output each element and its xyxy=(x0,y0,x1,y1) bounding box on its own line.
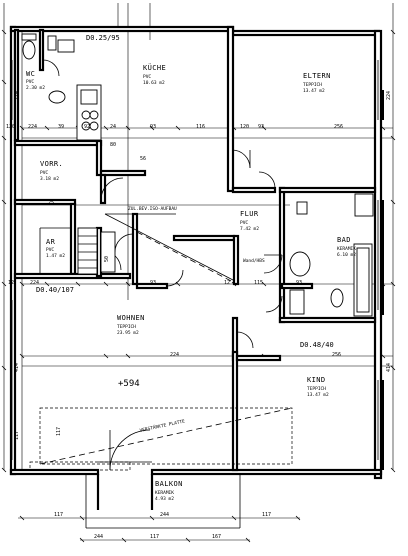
room-floor: KERAMIK xyxy=(337,246,356,252)
room-name: FLUR xyxy=(240,210,259,218)
dim-text: 224 xyxy=(386,91,392,100)
dim-text: 93 xyxy=(150,280,156,286)
room-floor: KERAMIK xyxy=(155,490,174,496)
dim-text: 256 xyxy=(334,124,343,130)
dim-text: 93 xyxy=(150,124,156,130)
room-bad: BAD KERAMIK 6.10 m2 xyxy=(337,236,356,258)
dim-text: 256 xyxy=(332,352,341,358)
dim-text: 50 xyxy=(104,256,110,262)
room-name: WOHNEN xyxy=(117,314,145,322)
dim-text: 120 xyxy=(240,124,249,130)
dim-text: 12 xyxy=(8,280,14,286)
room-wohnen: WOHNEN TEPPICH 23.95 m2 xyxy=(117,314,145,336)
room-area: 3.18 m2 xyxy=(40,176,59,182)
dim-text: 224 xyxy=(30,280,39,286)
dim-text: 117 xyxy=(262,512,271,518)
dim-text: 24 xyxy=(110,124,116,130)
dim-text: 414 xyxy=(14,363,20,372)
room-eltern: ELTERN TEPPICH 13.47 m2 xyxy=(303,72,331,94)
room-floor: PVC xyxy=(46,247,54,253)
room-area: 2.30 m2 xyxy=(26,85,45,91)
dim-text: 120 xyxy=(6,124,15,130)
balcony-slab-note: VERSTÄRKTE PLATTE xyxy=(139,417,186,433)
room-floor: PVC xyxy=(240,220,248,226)
dim-text: 117 xyxy=(14,431,20,440)
level-mark: +594 xyxy=(118,379,140,389)
room-floor: PVC xyxy=(26,79,34,85)
room-name: KÜCHE xyxy=(143,63,166,72)
room-area: 13.47 m2 xyxy=(303,88,325,94)
room-area: 1.47 m2 xyxy=(46,253,65,259)
room-area: 23.95 m2 xyxy=(117,330,139,336)
room-area: 6.10 m2 xyxy=(337,252,356,258)
dim-text: 224 xyxy=(14,91,20,100)
room-area: 7.42 m2 xyxy=(240,226,259,232)
room-name: VORR. xyxy=(40,160,63,168)
dim-text: 117 xyxy=(150,534,159,540)
walls xyxy=(9,25,383,480)
room-area: 10.63 m2 xyxy=(143,80,165,86)
dim-text: 93 xyxy=(296,280,302,286)
stair-note: ZUL.BEV.ISO-AUFBAU xyxy=(128,206,177,212)
room-wc: WC PVC 2.30 m2 xyxy=(26,70,45,91)
room-labels: KÜCHE PVC 10.63 m2 ELTERN TEPPICH 13.47 … xyxy=(26,63,356,502)
room-name: AR xyxy=(46,238,56,246)
dim-text: 167 xyxy=(212,534,221,540)
room-floor: TEPPICH xyxy=(117,324,136,330)
room-name: WC xyxy=(26,70,35,78)
dim-text: 244 xyxy=(160,512,169,518)
room-area: 13.47 m2 xyxy=(307,392,329,398)
dim-text: 56 xyxy=(140,156,146,162)
dim-text: 93 xyxy=(258,124,264,130)
dimension-lines xyxy=(3,3,394,541)
dim-text: 92 xyxy=(84,124,90,130)
room-floor: TEPPICH xyxy=(307,386,326,392)
dim-text: 12 xyxy=(224,280,230,286)
dimension-texts: 120 224 39 92 24 93 116 120 93 256 12 22… xyxy=(6,91,392,540)
dim-text: 115 xyxy=(254,280,263,286)
dim-text: 80 xyxy=(110,142,116,148)
fixtures xyxy=(21,33,374,317)
room-area: 4.93 m2 xyxy=(155,496,174,502)
dim-text: 244 xyxy=(94,534,103,540)
room-kind: KIND TEPPICH 13.47 m2 xyxy=(307,376,329,398)
room-floor: TEPPICH xyxy=(303,82,322,88)
room-name: BAD xyxy=(337,236,351,244)
dim-text: 39 xyxy=(58,124,64,130)
room-name: BALKON xyxy=(155,480,183,488)
dim-text: 224 xyxy=(28,124,37,130)
room-floor: PVC xyxy=(143,74,151,80)
room-ar: AR PVC 1.47 m2 xyxy=(46,238,65,259)
room-balkon: BALKON KERAMIK 4.93 m2 xyxy=(155,480,183,502)
ref-d040: D0.40/107 xyxy=(36,286,74,294)
room-floor: PVC xyxy=(40,170,48,176)
ref-d025: D0.25/95 xyxy=(86,34,120,42)
room-flur: FLUR PVC 7.42 m2 xyxy=(240,210,259,232)
ref-d048: D0.48/40 xyxy=(300,341,334,349)
dim-text: 117 xyxy=(56,427,62,436)
dim-text: 116 xyxy=(196,124,205,130)
room-vorr: VORR. PVC 3.18 m2 xyxy=(40,160,63,182)
room-name: ELTERN xyxy=(303,72,331,80)
doors xyxy=(42,59,283,349)
room-name: KIND xyxy=(307,376,325,384)
construction-lines xyxy=(39,213,234,283)
dim-text: 414 xyxy=(386,363,392,372)
wall-note: Wand/HBS xyxy=(243,258,265,264)
balcony xyxy=(29,407,293,529)
room-kueche: KÜCHE PVC 10.63 m2 xyxy=(143,63,166,86)
windows xyxy=(11,60,384,470)
dim-text: 224 xyxy=(170,352,179,358)
dim-text: 25 xyxy=(48,200,54,206)
dim-text: 117 xyxy=(54,512,63,518)
